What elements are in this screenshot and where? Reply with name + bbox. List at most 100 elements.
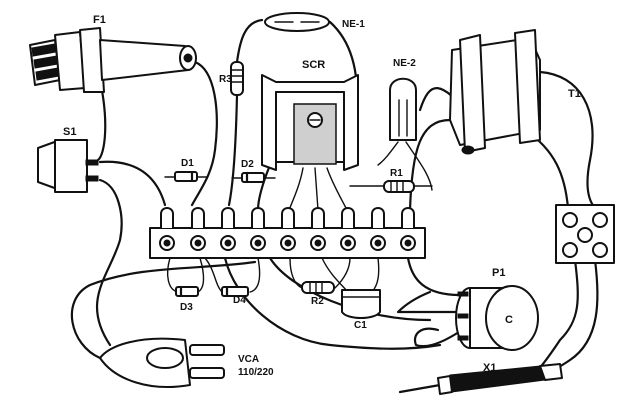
strip-screw-center [404, 239, 412, 247]
r1-body [383, 180, 415, 193]
ne1-glass [264, 12, 330, 32]
fuse-knob-ribs [31, 43, 60, 81]
wire-d4-right [249, 257, 261, 293]
diode-d3: D3 [175, 285, 199, 313]
terminal-screw-2 [592, 212, 608, 228]
strip-screw-center [314, 239, 322, 247]
wire-ne2-left [377, 141, 399, 166]
r3-body [230, 61, 244, 96]
strip-screw-center [374, 239, 382, 247]
wire-t1-to-block-1 [538, 70, 597, 210]
t1-bracket-left [459, 34, 486, 153]
label-c1: C1 [354, 320, 367, 331]
d1-body [174, 171, 198, 182]
switch-lug-2 [85, 175, 99, 182]
terminal-screw-1 [562, 212, 578, 228]
soldering-iron-x1: X1 [398, 362, 563, 395]
wire-r3-to-strip [227, 93, 239, 207]
label-ne2: NE-2 [393, 58, 416, 69]
label-r1: R1 [390, 168, 403, 179]
plug-prong-1 [189, 344, 225, 356]
d2-body [241, 172, 265, 183]
fuse-tip-terminal [183, 53, 193, 63]
label-d4: D4 [233, 295, 246, 306]
resistor-r2: R2 [301, 281, 335, 307]
wire-switch-to-strip-1 [98, 160, 167, 207]
switch-body [54, 139, 88, 193]
resistor-r3: R3 [219, 61, 244, 96]
transformer-t1: T1 [449, 29, 581, 155]
p1-lug-2 [457, 313, 469, 319]
terminal-screw-4 [562, 242, 578, 258]
x1-handle-end [539, 363, 563, 381]
wire-block-to-x1 [543, 258, 599, 377]
fuse-holder-body [99, 39, 189, 81]
x1-collar [437, 375, 453, 395]
neon-lamp-ne2: NE-2 [389, 58, 417, 141]
strip-lug [281, 207, 295, 228]
wire-fuse-to-strip [190, 60, 218, 207]
c1-body [341, 289, 381, 319]
label-s1: S1 [63, 126, 76, 138]
wire-strip-to-p1-2 [396, 290, 464, 314]
ne2-glass [389, 77, 417, 141]
label-vca: VCA [238, 354, 259, 365]
x1-handle [449, 365, 546, 393]
d4-body [221, 286, 249, 297]
capacitor-c1: C1 [341, 289, 381, 331]
p1-shaft-mark: C [505, 314, 513, 326]
label-r2: R2 [311, 296, 324, 307]
strip-screw-center [194, 239, 202, 247]
wire-block-to-x1-b [536, 258, 579, 372]
strip-screw-center [163, 239, 171, 247]
strip-lug [160, 207, 174, 228]
fuse-holder-f1: F1 [29, 14, 197, 93]
strip-lug [251, 207, 265, 228]
neon-lamp-ne1: NE-1 [264, 12, 365, 32]
wire-strip-to-p1-3 [268, 256, 432, 322]
label-p1: P1 [492, 267, 505, 279]
wire-scr-leg-2 [314, 167, 319, 211]
fuse-holder-nut [79, 27, 105, 93]
p1-lug-3 [457, 335, 469, 341]
wire-scr-leg-3 [326, 167, 348, 211]
r2-body [301, 281, 335, 294]
wire-c1-right [371, 257, 380, 293]
p1-lug-1 [457, 291, 469, 297]
label-scr: SCR [302, 59, 325, 71]
label-x1: X1 [483, 362, 496, 374]
wire-d4-left [204, 257, 223, 293]
label-t1: T1 [568, 88, 581, 100]
wire-ne1-to-r3 [235, 18, 264, 64]
strip-lug [221, 207, 235, 228]
d3-body [175, 286, 199, 297]
plug-grip [146, 347, 184, 369]
scr-with-heatsink: SCR [261, 59, 359, 171]
strip-screw-center [224, 239, 232, 247]
wire-p1-loop [413, 327, 464, 348]
strip-lug [371, 207, 385, 228]
t1-bracket-right [514, 29, 541, 144]
wire-r2-right [334, 257, 351, 289]
ac-plug-vca: VCA 110/220 [99, 337, 274, 388]
wire-plug-to-strip [70, 260, 257, 360]
switch-s1: S1 [37, 126, 99, 193]
terminal-screw-5 [592, 242, 608, 258]
diode-d2: D2 [231, 159, 276, 184]
wire-strip-to-p1-1 [406, 256, 462, 297]
diode-d1: D1 [164, 158, 208, 183]
wire-scr-leg-1 [288, 167, 304, 211]
label-d3: D3 [180, 302, 193, 313]
switch-lug-1 [85, 159, 99, 166]
label-f1: F1 [93, 14, 106, 26]
strip-screw-center [284, 239, 292, 247]
p1-face [485, 285, 539, 351]
strip-lug [401, 207, 415, 228]
terminal-block [555, 204, 615, 264]
scr-heatsink [261, 74, 359, 171]
label-r3: R3 [219, 74, 232, 85]
label-d2: D2 [241, 159, 254, 170]
wire-switch-to-plug [95, 178, 123, 347]
